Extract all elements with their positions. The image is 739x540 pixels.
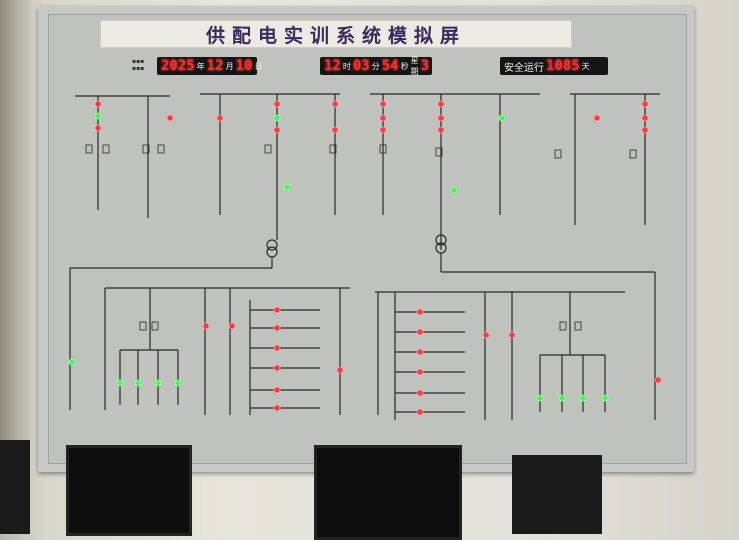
safety-days-unit: 天 (581, 61, 590, 71)
time-minute-unit: 分 (371, 61, 380, 71)
date-year-unit: 年 (196, 61, 205, 71)
title-bar: 供配电实训系统模拟屏 (100, 20, 572, 48)
pc-tower-left (0, 440, 30, 534)
time-minute: 03 (352, 58, 370, 74)
date-display: 2025 年 12 月 10 日 (157, 57, 262, 75)
mimic-board (48, 14, 687, 464)
legend-leds: ▪▪▪▪▪▪ (132, 58, 145, 72)
date-month: 12 (206, 58, 224, 74)
time-second: 54 (381, 58, 399, 74)
safety-display: 安全运行 1085 天 (500, 57, 608, 75)
board-title: 供配电实训系统模拟屏 (205, 24, 466, 47)
monitor-left (66, 445, 192, 536)
weekday-label: 星期 (410, 56, 419, 76)
ups-box (512, 455, 602, 534)
time-second-unit: 秒 (400, 61, 409, 71)
time-display: 12 时 03 分 54 秒 星期 3 (320, 56, 432, 76)
date-day: 10 (235, 58, 253, 74)
date-month-unit: 月 (225, 61, 234, 71)
time-hour-unit: 时 (342, 61, 351, 71)
date-day-unit: 日 (254, 61, 263, 71)
date-year: 2025 (161, 58, 195, 74)
time-hour: 12 (324, 58, 341, 74)
monitor-center (314, 445, 462, 540)
weekday-value: 3 (420, 58, 430, 74)
safety-label: 安全运行 (504, 62, 544, 74)
safety-days: 1085 (546, 58, 580, 74)
